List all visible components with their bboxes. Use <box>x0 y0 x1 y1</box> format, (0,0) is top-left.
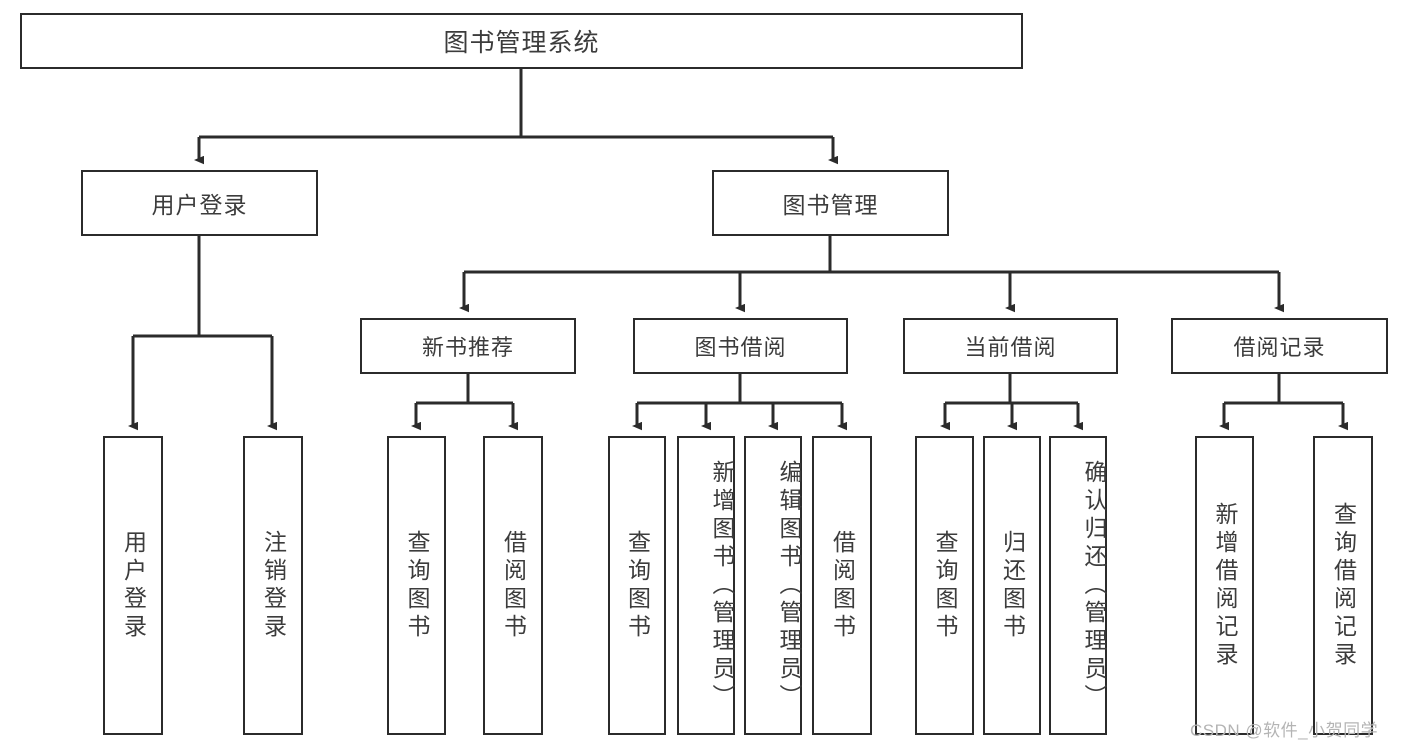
node-book-borrow[interactable]: 图书借阅 <box>633 318 848 374</box>
node-label: 新增借阅记录 <box>1212 501 1238 670</box>
leaf-borrow-book[interactable]: 借阅图书 <box>812 436 872 735</box>
node-label: 新书推荐 <box>421 335 514 360</box>
leaf-user-login[interactable]: 用户登录 <box>103 436 163 735</box>
node-label: 注销登录 <box>260 529 287 642</box>
leaf-logout-login[interactable]: 注销登录 <box>243 436 303 735</box>
leaf-query-borrow-record[interactable]: 查询借阅记录 <box>1313 436 1373 735</box>
node-label: 图书管理系统 <box>443 29 600 57</box>
node-label: 归还图书 <box>999 529 1026 642</box>
leaf-query-book-recommend[interactable]: 查询图书 <box>387 436 446 735</box>
node-label: 确认归还（管理员） <box>1081 459 1107 712</box>
node-label: 借阅记录 <box>1233 335 1326 360</box>
leaf-return-book[interactable]: 归还图书 <box>983 436 1041 735</box>
leaf-edit-book-admin[interactable]: 编辑图书（管理员） <box>744 436 802 735</box>
node-label: 查询图书 <box>404 529 430 642</box>
node-label: 查询图书 <box>624 529 651 642</box>
leaf-add-borrow-record[interactable]: 新增借阅记录 <box>1195 436 1254 735</box>
node-user-login[interactable]: 用户登录 <box>81 170 318 236</box>
node-label: 查询图书 <box>932 529 958 642</box>
node-label: 新增图书（管理员） <box>709 459 735 712</box>
node-label: 借阅图书 <box>500 529 527 642</box>
node-root-book-management-system[interactable]: 图书管理系统 <box>20 13 1023 69</box>
node-label: 图书管理 <box>782 192 879 218</box>
node-label: 当前借阅 <box>964 335 1057 360</box>
csdn-watermark: CSDN @软件_小贺同学 <box>1190 721 1379 740</box>
leaf-add-book-admin[interactable]: 新增图书（管理员） <box>677 436 735 735</box>
leaf-query-book-current[interactable]: 查询图书 <box>915 436 974 735</box>
node-label: 查询借阅记录 <box>1330 501 1357 670</box>
node-new-book-recommend[interactable]: 新书推荐 <box>360 318 576 374</box>
node-book-management[interactable]: 图书管理 <box>712 170 949 236</box>
leaf-query-book-borrow[interactable]: 查询图书 <box>608 436 666 735</box>
node-label: 编辑图书（管理员） <box>776 459 802 712</box>
node-current-borrow[interactable]: 当前借阅 <box>903 318 1118 374</box>
node-borrow-record[interactable]: 借阅记录 <box>1171 318 1388 374</box>
node-label: 借阅图书 <box>829 529 856 642</box>
node-label: 图书借阅 <box>694 335 787 360</box>
leaf-borrow-book-recommend[interactable]: 借阅图书 <box>483 436 543 735</box>
node-label: 用户登录 <box>120 529 147 642</box>
node-label: 用户登录 <box>151 192 248 218</box>
leaf-confirm-return-admin[interactable]: 确认归还（管理员） <box>1049 436 1107 735</box>
